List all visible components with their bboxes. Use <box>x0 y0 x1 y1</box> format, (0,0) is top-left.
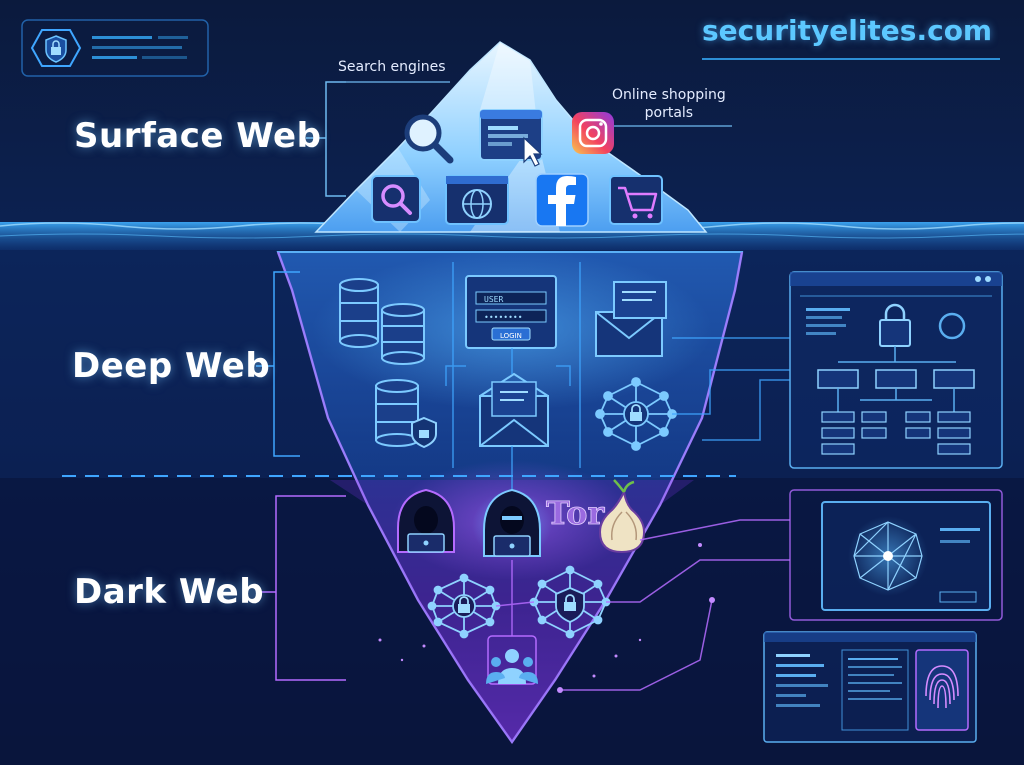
login-pass-field-text: •••••••• <box>484 313 523 322</box>
lock-network-icon <box>529 565 611 639</box>
brand-site-name: securityelites.com <box>702 14 993 47</box>
hacker-icon <box>397 488 455 553</box>
search-icon <box>404 114 454 164</box>
database-icon <box>339 278 425 365</box>
login-form-icon <box>465 275 557 349</box>
dark-web-label: Dark Web <box>74 572 265 612</box>
tor-onion-icon: Tor <box>546 479 646 554</box>
shopping-callout-line1: Online shopping <box>612 87 726 103</box>
envelope-icon <box>479 372 549 447</box>
instagram-icon <box>572 112 614 154</box>
sparkle-dots <box>378 543 715 693</box>
login-user-field-text: USER <box>484 295 503 304</box>
dark-circuit-lines <box>495 519 790 691</box>
deep-bracket <box>273 271 300 457</box>
lock-network-icon <box>427 573 501 639</box>
lock-network-icon <box>595 377 677 451</box>
fingerprint-terminal-icon <box>763 631 977 743</box>
shopping-callout-line2: portals <box>644 105 694 121</box>
brand-underline <box>702 58 1000 60</box>
users-group-icon <box>486 635 538 685</box>
search-icon <box>371 175 421 223</box>
deep-circuit-lines <box>445 262 790 510</box>
envelope-icon <box>595 281 667 357</box>
shield-lock-badge <box>21 19 209 77</box>
login-button-text: LOGIN <box>500 332 522 340</box>
surface-web-label: Surface Web <box>74 116 322 156</box>
browser-click-icon <box>479 109 543 167</box>
dark-bracket <box>275 495 346 681</box>
iceberg-glow-edge <box>276 251 744 745</box>
network-monitor-icon <box>789 489 1003 621</box>
deep-web-label: Deep Web <box>72 346 271 386</box>
search-engines-callout: Search engines <box>338 59 446 75</box>
cart-icon <box>609 175 663 225</box>
globe-icon <box>445 175 509 225</box>
shopping-portals-callout: Online shopping portals <box>612 86 726 122</box>
admin-dashboard-icon <box>789 271 1003 469</box>
secure-database-icon <box>375 379 437 449</box>
surface-bracket <box>325 81 346 197</box>
hacker-icon <box>472 488 552 559</box>
tor-wordmark: Tor <box>546 494 605 532</box>
facebook-icon <box>535 173 589 227</box>
